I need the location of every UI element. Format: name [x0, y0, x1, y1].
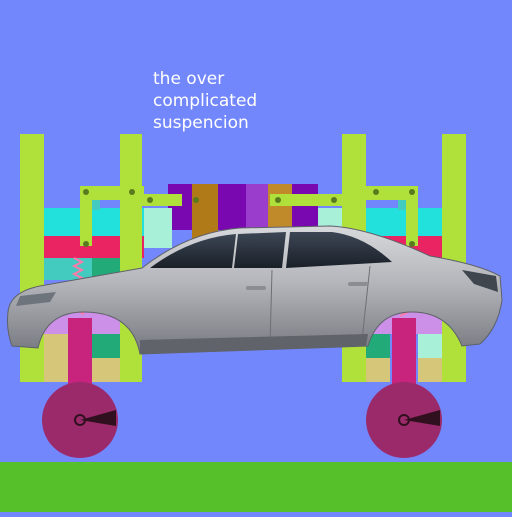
pivot-icon [193, 197, 199, 203]
left-block-sand-2 [92, 358, 120, 382]
car-rocker [140, 334, 368, 354]
right-arm-top-2 [270, 194, 342, 206]
left-arm-top-2 [142, 194, 182, 206]
pivot-icon [373, 189, 379, 195]
center-box-mint [142, 208, 172, 248]
car-head-light [462, 270, 498, 292]
car-front-window [286, 232, 392, 268]
left-block-green-2 [92, 334, 120, 358]
pivot-icon [129, 189, 135, 195]
scene-caption: the over complicated suspencion [153, 69, 258, 133]
wheel-spoke [404, 410, 440, 426]
car-sprite [7, 225, 503, 355]
right-block-sand-2 [418, 358, 442, 382]
ground [0, 462, 512, 512]
car-door-seam-2 [361, 265, 371, 341]
car-side-window [234, 232, 286, 268]
right-arm-top [366, 186, 418, 200]
left-block-sand [44, 334, 68, 382]
pivot-icon [409, 189, 415, 195]
pivot-icon [275, 197, 281, 203]
left-arm-top [80, 186, 144, 200]
car-rear-window [150, 234, 236, 268]
car-door-seam [269, 269, 273, 347]
car-door-handle [246, 286, 266, 290]
wheel-hub [398, 414, 410, 426]
pivot-icon [331, 197, 337, 203]
car-tail-light [16, 292, 56, 306]
right-block-mint [418, 334, 442, 358]
wheel-hub [74, 414, 86, 426]
wheel-left [42, 382, 118, 458]
center-box-purple [168, 184, 318, 230]
pivot-icon [83, 241, 89, 247]
right-block-aqua [366, 208, 442, 236]
wheel-spoke [80, 410, 116, 426]
right-block-sand [366, 358, 390, 382]
pivot-icon [409, 241, 415, 247]
left-arm-vertical [80, 190, 92, 246]
left-block-teal [44, 258, 92, 280]
left-block-crimson [44, 236, 144, 258]
wheel-right [366, 382, 442, 458]
right-arm-vertical [406, 190, 418, 246]
car-door-handle-2 [348, 282, 368, 286]
pivot-icon [147, 197, 153, 203]
pivot-icon [83, 189, 89, 195]
spring-icon [71, 257, 85, 283]
pivot-pins [83, 189, 415, 247]
